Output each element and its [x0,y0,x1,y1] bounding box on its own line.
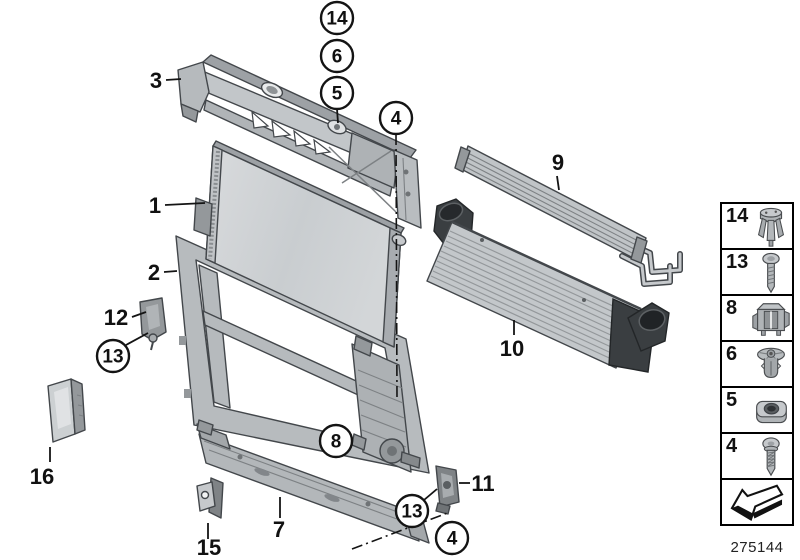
callout-10[interactable]: 10 [500,336,524,361]
legend-item-4-number: 4 [726,435,738,457]
callout-13-left[interactable]: 13 [95,338,131,374]
callout-8-label: 8 [331,432,342,453]
legend-item-8-number: 8 [726,297,738,319]
leader-lines [49,78,560,550]
callout-14-label: 14 [326,9,348,30]
legend-item-8: 8 [720,294,794,342]
callout-9[interactable]: 9 [552,150,564,175]
radiator-mount-bracket-right [435,465,460,515]
legend-item-4: 4 [720,432,794,480]
callout-14[interactable]: 14 [319,0,355,36]
callout-5[interactable]: 5 [319,75,355,111]
callout-4-top[interactable]: 4 [378,100,414,136]
air-duct-cover [47,378,86,443]
oil-cooler [454,145,683,287]
callout-4-bottom-label: 4 [447,529,458,550]
callout-2[interactable]: 2 [148,260,160,285]
callout-4-top-label: 4 [391,109,402,130]
radiator-carrier-frame [175,235,430,474]
callout-16[interactable]: 16 [30,464,54,489]
callout-1[interactable]: 1 [149,193,161,218]
callout-15[interactable]: 15 [197,535,221,560]
fastener-legend: 14 13 8 [720,202,794,526]
legend-item-14: 14 [720,202,794,250]
legend-direction-cell [720,478,794,526]
lower-cross-support [196,419,430,544]
legend-item-13: 13 [720,248,794,296]
callout-11[interactable]: 11 [471,471,494,496]
callout-5-label: 5 [332,84,343,105]
self-tapping-screw-icon [762,437,780,477]
callout-3[interactable]: 3 [150,68,162,93]
front-direction-arrow-icon [730,484,784,521]
callout-13-left-label: 13 [102,347,123,368]
callout-13-bottom-label: 13 [401,502,422,523]
radiator-mount-bracket-left [139,297,167,351]
upper-radiator-mount-bar [177,54,422,229]
legend-item-6: 6 [720,340,794,388]
legend-item-14-number: 14 [726,205,749,227]
callout-12[interactable]: 12 [104,305,128,330]
drawing-number: 275144 [730,539,784,556]
radiator [193,140,407,348]
callout-7[interactable]: 7 [273,517,285,542]
cage-nut-icon [756,400,787,424]
expansion-rivet-icon [757,207,785,247]
callout-6[interactable]: 6 [319,38,355,74]
callout-6-label: 6 [332,47,343,68]
charge-air-cooler [426,198,670,373]
callout-4-bottom[interactable]: 4 [434,520,470,556]
legend-item-13-number: 13 [726,251,749,273]
callout-8[interactable]: 8 [318,423,354,459]
bracket-lower-left [196,477,224,519]
legend-item-5-number: 5 [726,389,738,411]
mounting-clip-icon [752,303,790,336]
pan-head-screw-icon [762,252,780,294]
legend-item-5: 5 [720,386,794,434]
rubber-grommet-icon [757,347,785,379]
callout-13-bottom[interactable]: 13 [394,493,430,529]
legend-item-6-number: 6 [726,343,738,365]
